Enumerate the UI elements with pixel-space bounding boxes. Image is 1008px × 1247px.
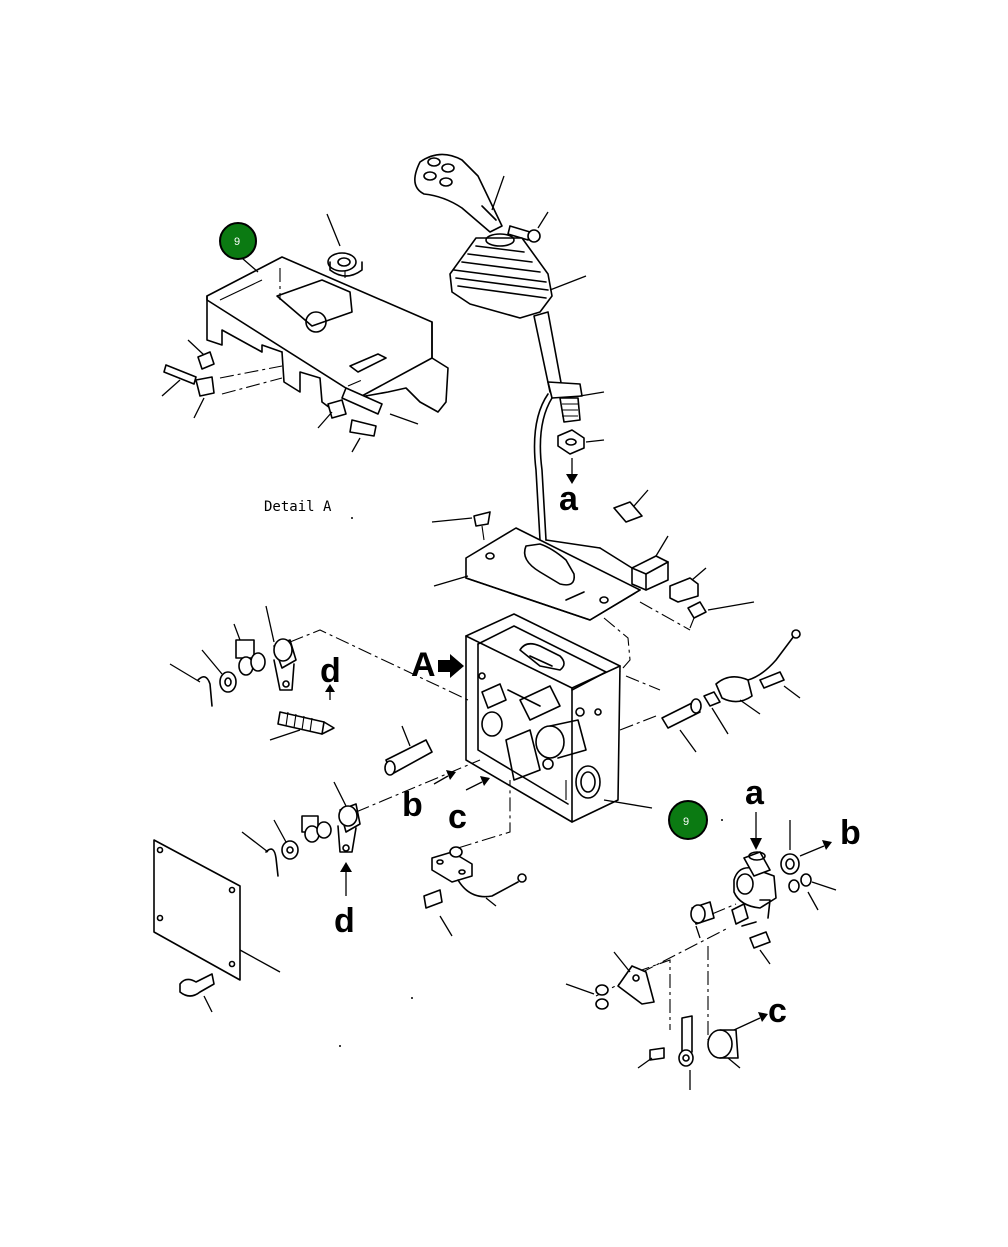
- detail-a-caption: Detail A: [264, 499, 332, 515]
- speck: [339, 1045, 341, 1047]
- speck: [721, 819, 723, 821]
- speck: [411, 997, 413, 999]
- arrow-c-left-stem: [465, 781, 483, 791]
- item-badge-right: 9: [668, 800, 708, 840]
- access-cover-panel: [153, 839, 281, 1013]
- svg-text:9: 9: [234, 236, 240, 248]
- label-b-left: b: [402, 786, 423, 824]
- main-housing: [465, 613, 653, 823]
- label-d-upper: d: [320, 652, 341, 690]
- arrow-d-lower-head: [340, 862, 352, 872]
- arrow-b-left-stem: [433, 775, 449, 785]
- control-lever-assembly: [414, 153, 605, 549]
- view-a-arrow: [438, 654, 464, 678]
- arrow-c-left-head: [480, 776, 490, 786]
- item-badge-top-left: 9: [219, 222, 257, 260]
- label-c-right: c: [768, 992, 787, 1030]
- label-c-left: c: [448, 798, 467, 836]
- speck: [351, 517, 353, 519]
- label-a-right: a: [745, 774, 765, 812]
- label-a-top: a: [559, 480, 579, 518]
- label-d-lower: d: [334, 902, 355, 940]
- label-b-right: b: [840, 814, 861, 852]
- svg-text:9: 9: [683, 816, 689, 828]
- cover-plate-and-switch: [431, 489, 755, 677]
- arrow-d-upper-head: [325, 684, 335, 692]
- view-label-a: A: [411, 646, 436, 684]
- right-linkage-detail: [565, 812, 837, 1090]
- bottom-switch-bracket: [423, 780, 527, 937]
- detail-a-bracket: [161, 213, 449, 453]
- left-linkage-parts: [169, 605, 481, 877]
- arrow-b-left-head: [446, 770, 456, 780]
- housing-side-parts: [619, 629, 801, 753]
